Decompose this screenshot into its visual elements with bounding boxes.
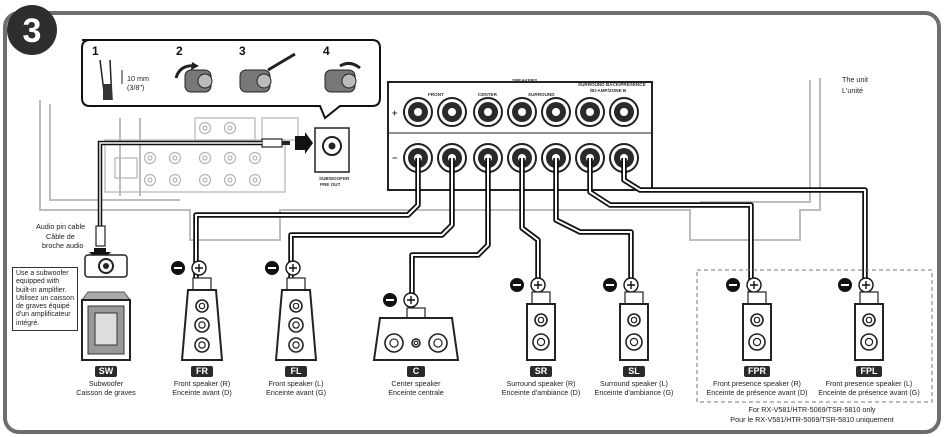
speaker-label-fpr-1: Front presence speaker (R) xyxy=(713,379,801,388)
subwoofer-note: Use a subwoofer equipped with built-in a… xyxy=(12,267,78,332)
footnote-en: For RX-V581/HTR-5069/TSR-5810 only xyxy=(748,405,876,414)
footnote-fr: Pour le RX-V581/HTR-5069/TSR-5810 unique… xyxy=(730,415,894,424)
plus-icon xyxy=(285,260,301,276)
speaker-label-sl-2: Enceinte d'ambiance (G) xyxy=(594,388,674,397)
terminal-tighten-illustration xyxy=(324,61,361,93)
panel-bi-amp-label: /BI-AMP/ZONE B xyxy=(590,88,627,93)
terminal-insert-illustration xyxy=(239,52,296,93)
speaker-label-fl-1: Front speaker (L) xyxy=(268,379,324,388)
audio-cable-label-fr-2: broche audio xyxy=(42,241,84,250)
badge-sw: SW xyxy=(95,366,117,377)
terminal-unscrew-illustration xyxy=(174,62,213,93)
badge-c: C xyxy=(407,366,425,377)
speaker-label-sw-2: Caisson de graves xyxy=(76,388,136,397)
panel-minus-label: − xyxy=(392,153,398,163)
speaker-label-fpl-1: Front presence speaker (L) xyxy=(825,379,913,388)
subwoofer-pre-out-jack xyxy=(314,127,350,173)
rca-input-jack xyxy=(143,173,157,187)
badge-sl: SL xyxy=(623,366,645,377)
rca-input-jack xyxy=(198,173,212,187)
speaker-terminal xyxy=(541,97,571,127)
speaker-terminal xyxy=(609,97,639,127)
badge-fpr: FPR xyxy=(744,366,770,377)
rca-input-jack xyxy=(168,151,182,165)
receiver-unit xyxy=(39,78,821,241)
speaker-terminal xyxy=(437,97,467,127)
plus-icon xyxy=(530,277,546,293)
speaker-label-sr-2: Enceinte d'ambiance (D) xyxy=(501,388,581,397)
presence-speakers-region xyxy=(696,269,933,403)
speaker-terminal xyxy=(473,97,503,127)
plus-icon xyxy=(858,277,874,293)
badge-fr: FR xyxy=(191,366,213,377)
step-4-number: 4 xyxy=(323,44,330,58)
speaker-fpr xyxy=(726,277,772,361)
panel-surround-label: SURROUND xyxy=(528,92,555,97)
speaker-terminal xyxy=(507,97,537,127)
wire-strip-illustration xyxy=(99,59,123,101)
speaker-fpl xyxy=(838,277,884,361)
rca-input-jack xyxy=(223,151,237,165)
panel-center-label: CENTER xyxy=(478,92,497,97)
speaker-label-fpr-2: Enceinte de présence avant (D) xyxy=(706,388,808,397)
step-circle xyxy=(7,5,57,55)
speaker-c xyxy=(372,292,460,361)
unit-label-en: The unit xyxy=(842,75,868,84)
speaker-sr xyxy=(510,277,556,361)
speaker-label-fr-2: Enceinte avant (D) xyxy=(172,388,232,397)
speaker-terminal xyxy=(403,97,433,127)
strip-length-label: 10 mm xyxy=(127,74,149,83)
audio-cable-label-fr-1: Câble de xyxy=(46,232,75,241)
speaker-sl xyxy=(603,277,649,361)
audio-cable-label-en: Audio pin cable xyxy=(36,222,86,231)
badge-sr: SR xyxy=(530,366,552,377)
rca-input-jack xyxy=(248,151,262,165)
rca-input-jack xyxy=(223,173,237,187)
speaker-label-fr-1: Front speaker (R) xyxy=(173,379,231,388)
plus-icon xyxy=(746,277,762,293)
speaker-label-fl-2: Enceinte avant (G) xyxy=(266,388,326,397)
speaker-label-fpl-2: Enceinte de présence avant (G) xyxy=(818,388,920,397)
badge-fpl: FPL xyxy=(856,366,882,377)
step-2-number: 2 xyxy=(176,44,183,58)
speaker-label-c-2: Enceinte centrale xyxy=(388,388,444,397)
speaker-label-sl-1: Surround speaker (L) xyxy=(600,379,668,388)
rca-input-jack xyxy=(198,121,212,135)
badge-fl: FL xyxy=(285,366,307,377)
speaker-fl xyxy=(265,260,318,361)
plug-arrow-icon xyxy=(295,132,313,154)
unit-label-fr: L'unité xyxy=(842,86,863,95)
panel-front-label: FRONT xyxy=(428,92,444,97)
step-1-number: 1 xyxy=(92,44,99,58)
sub-out-label-1: SUBWOOFER xyxy=(319,176,350,181)
step-3-number: 3 xyxy=(239,44,246,58)
rca-input-jack xyxy=(223,121,237,135)
speaker-terminal xyxy=(575,97,605,127)
step-number: 3 xyxy=(23,12,42,50)
rca-input-jack xyxy=(143,151,157,165)
speaker-label-sw-1: Subwoofer xyxy=(88,379,124,388)
speaker-label-sr-1: Surround speaker (R) xyxy=(506,379,576,388)
plus-icon xyxy=(191,260,207,276)
panel-plus-label: + xyxy=(392,108,398,118)
plus-icon xyxy=(403,292,419,308)
instruction-callout xyxy=(81,39,381,120)
panel-surround-back-label: SURROUND BACK/PRESENCE xyxy=(578,82,646,87)
sub-out-label-2: PRE OUT xyxy=(320,182,341,187)
strip-length-inch-label: (3/8") xyxy=(127,83,145,92)
plus-icon xyxy=(623,277,639,293)
rca-input-jack xyxy=(248,173,262,187)
rca-input-jack xyxy=(198,151,212,165)
speaker-fr xyxy=(171,260,224,361)
panel-speakers-label: SPEAKERS xyxy=(512,78,538,83)
speaker-label-c-1: Center speaker xyxy=(391,379,441,388)
speaker-sw xyxy=(81,254,131,361)
rca-input-jack xyxy=(168,173,182,187)
